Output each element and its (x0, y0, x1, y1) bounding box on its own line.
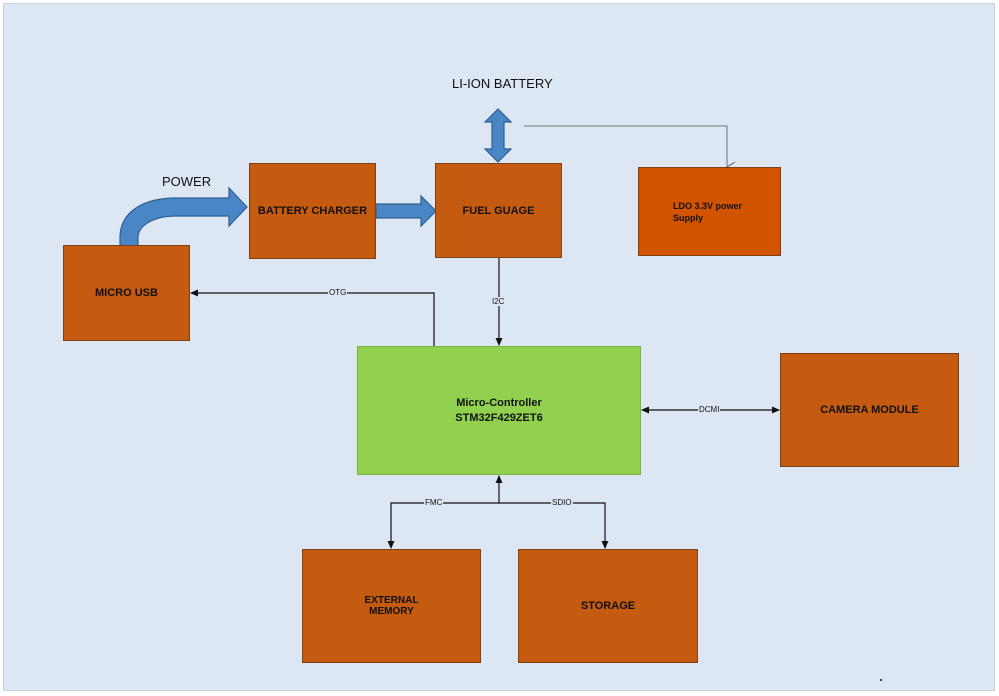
ldo-power-supply-label: LDO 3.3V power Supply (673, 200, 743, 223)
battery-bidirectional-arrow (483, 108, 513, 163)
fmc-label: FMC (424, 498, 444, 507)
otg-label: OTG (328, 288, 348, 297)
dcmi-label: DCMI (698, 405, 721, 414)
otg-line (190, 289, 435, 346)
micro-usb-block: MICRO USB (63, 245, 190, 341)
power-heading: POWER (162, 174, 212, 189)
battery-charger-block: BATTERY CHARGER (249, 163, 376, 259)
external-memory-label: EXTERNAL MEMORY (364, 595, 419, 617)
battery-to-ldo-line (524, 125, 736, 173)
battery-charger-label: BATTERY CHARGER (257, 205, 368, 217)
micro-usb-label: MICRO USB (95, 287, 158, 299)
camera-module-block: CAMERA MODULE (780, 353, 959, 467)
sdio-line (499, 502, 609, 549)
charger-to-gauge-arrow (375, 194, 437, 228)
stray-dot (880, 679, 882, 681)
camera-module-label: CAMERA MODULE (820, 404, 919, 416)
ldo-power-supply-block: LDO 3.3V power Supply (638, 167, 781, 256)
storage-label: STORAGE (580, 600, 636, 612)
storage-block: STORAGE (518, 549, 698, 663)
microcontroller-block: Micro-Controller STM32F429ZET6 (357, 346, 641, 475)
fuel-gauge-block: FUEL GUAGE (435, 163, 562, 258)
fuel-gauge-label: FUEL GUAGE (462, 204, 535, 217)
power-arrow (119, 186, 248, 247)
fmc-line (387, 502, 499, 549)
i2c-label: I2C (491, 297, 506, 306)
microcontroller-label: Micro-Controller STM32F429ZET6 (455, 396, 543, 424)
external-memory-block: EXTERNAL MEMORY (302, 549, 481, 663)
sdio-label: SDIO (551, 498, 573, 507)
li-ion-battery-heading: LI-ION BATTERY (452, 76, 553, 91)
